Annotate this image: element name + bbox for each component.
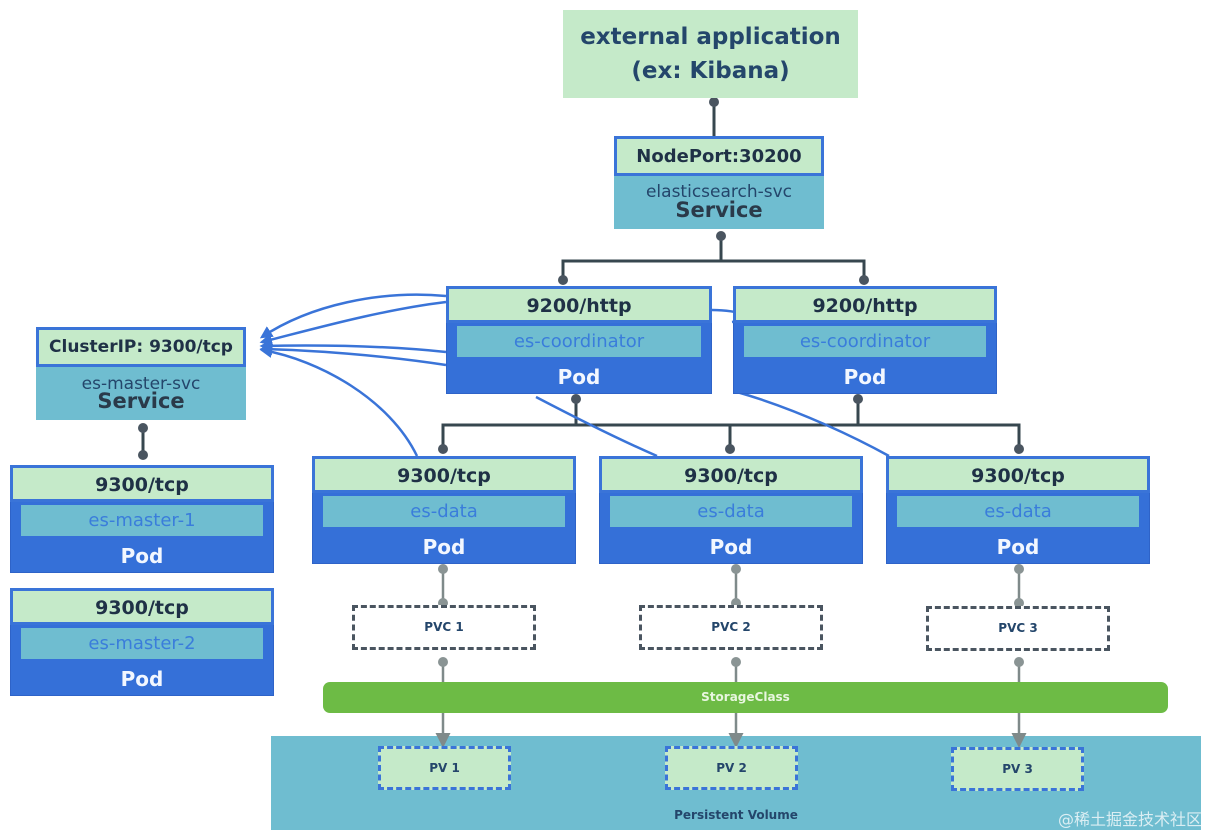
external-app-title: external application xyxy=(580,24,841,50)
pod-kind: Pod xyxy=(843,365,887,389)
pod-name: es-master-1 xyxy=(21,505,263,536)
service-port-label: ClusterIP: 9300/tcp xyxy=(36,327,246,367)
pod-kind: Pod xyxy=(422,535,466,559)
connector-dot xyxy=(716,231,726,241)
connector-dot xyxy=(853,394,863,404)
connector-dot xyxy=(558,275,568,285)
pvc-2: PVC 2 xyxy=(639,605,823,650)
pv-1: PV 1 xyxy=(378,746,511,790)
pod-port: 9200/http xyxy=(446,286,712,323)
data-pod-2: 9300/tcp es-data Pod xyxy=(599,456,863,564)
connector-dot xyxy=(725,444,735,454)
connector-dot xyxy=(859,275,869,285)
connector-dot xyxy=(1014,564,1024,574)
connector-dot xyxy=(1014,444,1024,454)
connector-dot xyxy=(709,97,719,107)
service-name: es-master-svc xyxy=(81,374,201,394)
connector-dot xyxy=(571,394,581,404)
service-kind: Service xyxy=(675,198,763,222)
data-pod-1: 9300/tcp es-data Pod xyxy=(312,456,576,564)
pod-kind: Pod xyxy=(120,544,164,568)
master-pod-2: 9300/tcp es-master-2 Pod xyxy=(10,588,274,696)
connector-dot xyxy=(438,444,448,454)
pvc-3: PVC 3 xyxy=(926,606,1110,651)
pod-name: es-coordinator xyxy=(457,326,701,357)
pv-3: PV 3 xyxy=(951,747,1084,791)
pod-name: es-master-2 xyxy=(21,628,263,659)
data-pod-3: 9300/tcp es-data Pod xyxy=(886,456,1150,564)
pv-2: PV 2 xyxy=(665,746,798,790)
pod-port: 9300/tcp xyxy=(10,588,274,625)
master-service: ClusterIP: 9300/tcp es-master-svc Servic… xyxy=(36,327,246,420)
connector-dot xyxy=(731,564,741,574)
connector-dot xyxy=(138,423,148,433)
links-storage xyxy=(435,567,1027,748)
pod-kind: Pod xyxy=(709,535,753,559)
service-name: elasticsearch-svc xyxy=(645,182,793,202)
elasticsearch-service: NodePort:30200 elasticsearch-svc Service xyxy=(614,136,824,229)
pod-name: es-coordinator xyxy=(744,326,986,357)
external-application-box: external application (ex: Kibana) xyxy=(563,10,858,98)
pod-port: 9300/tcp xyxy=(886,456,1150,493)
service-port-label: NodePort:30200 xyxy=(614,136,824,176)
watermark: @稀土掘金技术社区 xyxy=(1057,810,1202,829)
pod-port: 9200/http xyxy=(733,286,997,323)
service-kind: Service xyxy=(97,389,185,413)
connector-dot xyxy=(1014,657,1024,667)
connector-dot xyxy=(438,564,448,574)
coordinator-pod-1: 9200/http es-coordinator Pod xyxy=(446,286,712,394)
pod-port: 9300/tcp xyxy=(599,456,863,493)
link-service-to-coordinators xyxy=(561,233,866,283)
pod-kind: Pod xyxy=(120,667,164,691)
link-coordinators-to-data xyxy=(441,398,1021,449)
master-pod-1: 9300/tcp es-master-1 Pod xyxy=(10,465,274,573)
pod-port: 9300/tcp xyxy=(312,456,576,493)
pod-name: es-data xyxy=(323,496,565,527)
storage-class-bar: StorageClass xyxy=(323,682,1168,713)
external-app-subtitle: (ex: Kibana) xyxy=(631,58,790,84)
connector-dot xyxy=(138,450,148,460)
pod-kind: Pod xyxy=(557,365,601,389)
pod-port: 9300/tcp xyxy=(10,465,274,502)
pod-name: es-data xyxy=(897,496,1139,527)
connector-dot xyxy=(731,657,741,667)
pod-kind: Pod xyxy=(996,535,1040,559)
persistent-volume-label: Persistent Volume xyxy=(674,808,798,822)
pod-name: es-data xyxy=(610,496,852,527)
pvc-1: PVC 1 xyxy=(352,605,536,650)
connector-dot xyxy=(438,657,448,667)
coordinator-pod-2: 9200/http es-coordinator Pod xyxy=(733,286,997,394)
